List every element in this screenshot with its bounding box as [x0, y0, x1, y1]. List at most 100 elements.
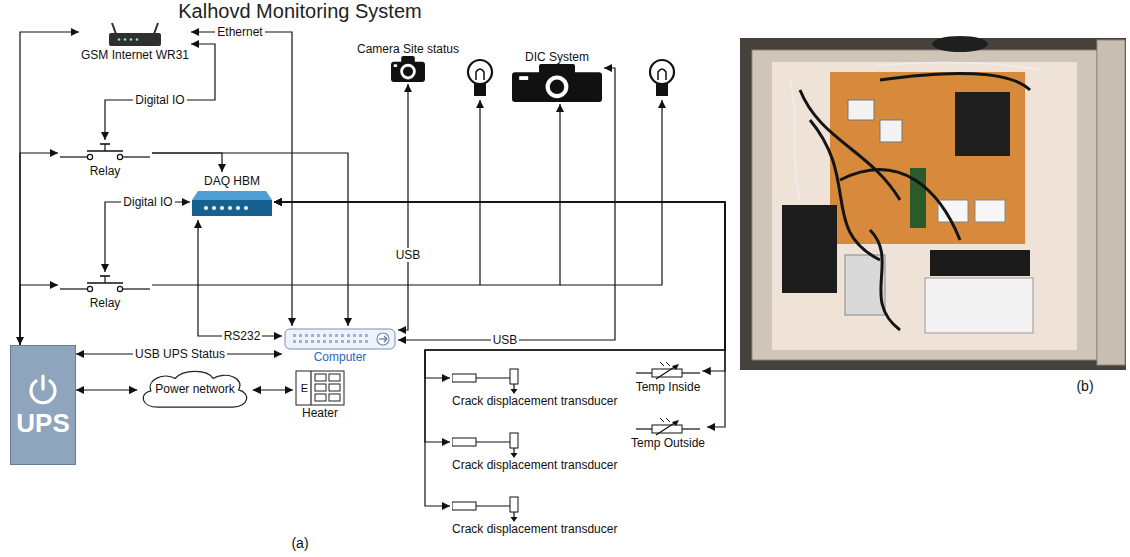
icon-part	[335, 340, 338, 343]
icon-part	[682, 428, 700, 429]
icon-part	[315, 384, 326, 391]
icon-part	[315, 374, 326, 381]
icon-part	[550, 80, 564, 94]
connector	[20, 285, 58, 345]
icon-part	[452, 438, 476, 446]
cable	[790, 80, 800, 200]
icon-part	[244, 206, 248, 210]
icon-part	[519, 76, 528, 80]
enclosure-door	[1097, 40, 1125, 365]
node-label: Crack displacement transducer	[452, 458, 617, 472]
cable-gland	[932, 36, 988, 52]
icon-part	[510, 433, 518, 448]
icon-part	[511, 517, 518, 522]
panel-label: (b)	[1074, 379, 1095, 393]
cables	[790, 63, 1040, 200]
icon-part	[305, 340, 308, 343]
icon-part	[60, 288, 87, 289]
icon-part	[299, 334, 302, 337]
cable	[840, 170, 960, 240]
node-label: Crack displacement transducer	[452, 394, 617, 408]
icon-part	[400, 64, 416, 80]
node-label: Temp Inside	[636, 380, 701, 394]
node-label: Relay	[90, 164, 121, 178]
lamp-bulb	[468, 60, 492, 84]
lamp-wire	[560, 100, 662, 285]
node-label: Temp Outside	[631, 436, 705, 450]
icon-part	[329, 340, 332, 343]
thermometer-display	[938, 200, 968, 222]
node-label: UPS	[16, 408, 69, 438]
connector	[274, 202, 725, 506]
computer-box	[925, 278, 1033, 333]
heatsink	[955, 92, 1010, 156]
icon-part	[347, 334, 350, 337]
icon-part	[353, 340, 356, 343]
icon-part	[299, 340, 302, 343]
icon-part	[652, 425, 682, 433]
icon-part	[359, 334, 362, 337]
icon-part	[656, 422, 676, 435]
diagram-title: Kalhovd Monitoring System	[178, 0, 421, 22]
icon-part	[311, 340, 314, 343]
icon-part	[512, 72, 602, 102]
connector-label: Ethernet	[215, 25, 264, 39]
icon-part	[359, 340, 362, 343]
connector-label: RS232	[222, 329, 263, 343]
icon-part	[476, 441, 510, 442]
icon-part	[384, 336, 387, 339]
icon-part	[341, 334, 344, 337]
icon-part	[296, 371, 344, 405]
node-label: DIC System	[525, 50, 589, 64]
icon-part	[660, 362, 664, 366]
temp-sensor-node: Temp Outside	[629, 416, 707, 452]
icon-part	[317, 334, 320, 337]
icon-part	[87, 154, 92, 159]
node-label: GSM Internet WR31	[81, 48, 189, 62]
icon-part	[104, 144, 105, 151]
transducer-node: Crack displacement transducer	[450, 430, 619, 474]
icon-part	[192, 191, 272, 200]
lamp-wires	[480, 100, 662, 285]
heater-node: Heater	[293, 368, 347, 422]
transducer-icon	[452, 368, 562, 394]
icon-part	[656, 366, 676, 379]
connector-label: USB	[394, 248, 423, 262]
connector	[191, 32, 292, 326]
icon-part	[323, 334, 326, 337]
icon-part	[660, 418, 664, 422]
relay-icon	[60, 142, 150, 164]
icon-part	[394, 64, 397, 67]
router-icon	[107, 22, 163, 48]
heater-mark: E	[299, 381, 310, 395]
lamp-filament	[658, 69, 666, 80]
icon-part	[672, 420, 679, 426]
icon-part	[317, 340, 320, 343]
icon-part	[452, 374, 476, 382]
connector	[105, 202, 190, 272]
connector	[76, 389, 137, 390]
connector	[274, 202, 725, 427]
icon-part	[652, 369, 682, 377]
temp-icon	[636, 418, 700, 436]
thermometer-display	[975, 200, 1005, 222]
icon-part	[212, 206, 216, 210]
icon-part	[510, 369, 518, 384]
panel-label: (a)	[289, 536, 310, 550]
ups-unit	[782, 205, 837, 293]
node-label: Power network	[155, 382, 234, 396]
node-label: Relay	[90, 296, 121, 310]
icon-part	[124, 38, 127, 41]
connector	[198, 220, 282, 336]
camera-icon	[512, 64, 602, 102]
connectors	[20, 32, 725, 506]
cable	[800, 90, 900, 200]
icon-part	[117, 154, 122, 159]
socket	[880, 120, 902, 142]
router-node: GSM Internet WR31	[79, 20, 191, 64]
transducer-node: Crack displacement transducer	[450, 366, 619, 410]
connector	[398, 68, 615, 340]
icon-part	[391, 62, 425, 82]
connector	[274, 202, 725, 442]
